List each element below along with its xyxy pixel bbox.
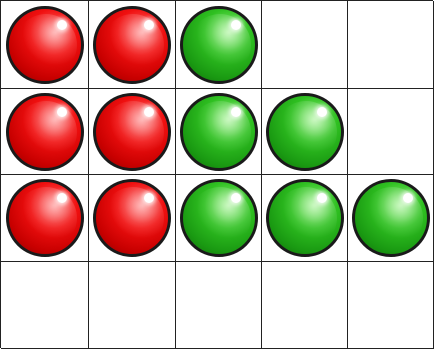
board-cell-r2-c3[interactable] [176, 89, 262, 175]
board-cell-r4-c1[interactable] [1, 262, 89, 349]
green-ball[interactable] [352, 179, 430, 257]
board-cell-r3-c3[interactable] [176, 175, 262, 262]
red-ball[interactable] [6, 93, 84, 171]
board-cell-r4-c3[interactable] [176, 262, 262, 349]
green-ball[interactable] [180, 6, 258, 84]
board-cell-r3-c4[interactable] [262, 175, 348, 262]
board-cell-r3-c5[interactable] [348, 175, 434, 262]
red-ball[interactable] [93, 6, 171, 84]
board-cell-r1-c4[interactable] [262, 1, 348, 89]
red-ball[interactable] [6, 179, 84, 257]
board-cell-r2-c4[interactable] [262, 89, 348, 175]
red-ball[interactable] [93, 93, 171, 171]
red-ball[interactable] [6, 6, 84, 84]
board-cell-r4-c5[interactable] [348, 262, 434, 349]
green-ball[interactable] [266, 93, 344, 171]
board-cell-r3-c1[interactable] [1, 175, 89, 262]
green-ball[interactable] [180, 93, 258, 171]
board-cell-r3-c2[interactable] [89, 175, 176, 262]
board-cell-r4-c2[interactable] [89, 262, 176, 349]
board-cell-r1-c2[interactable] [89, 1, 176, 89]
board-cell-r2-c2[interactable] [89, 89, 176, 175]
board-cell-r1-c5[interactable] [348, 1, 434, 89]
red-ball[interactable] [93, 179, 171, 257]
green-ball[interactable] [266, 179, 344, 257]
board-cell-r1-c3[interactable] [176, 1, 262, 89]
board-cell-r1-c1[interactable] [1, 1, 89, 89]
board-cell-r2-c1[interactable] [1, 89, 89, 175]
green-ball[interactable] [180, 179, 258, 257]
board-cell-r4-c4[interactable] [262, 262, 348, 349]
board-cell-r2-c5[interactable] [348, 89, 434, 175]
